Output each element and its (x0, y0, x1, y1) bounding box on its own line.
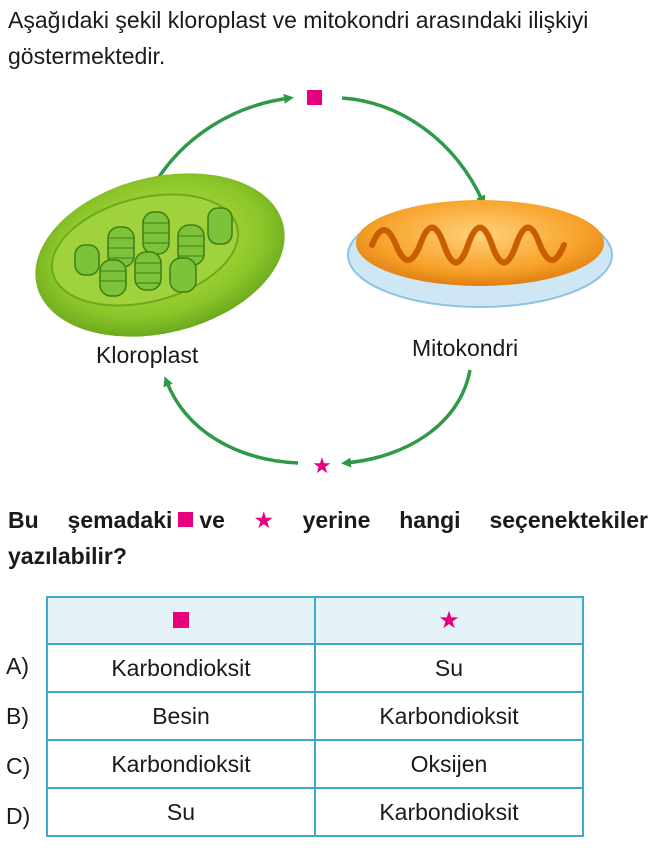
option-a-col1: Karbondioksit (46, 643, 316, 693)
intro-text: Aşağıdaki şekil kloroplast ve mitokondri… (8, 7, 589, 69)
option-b-col1: Besin (46, 691, 316, 741)
question-part2: ve (199, 507, 225, 533)
cycle-diagram: ★ (0, 80, 656, 480)
question-part1: Bu şemadaki (8, 507, 173, 533)
option-letter-c[interactable]: C) (6, 753, 31, 779)
square-symbol-header (173, 612, 189, 628)
cycle-illustration: ★ (35, 90, 613, 479)
question-text: Bu şemadaki ve★yerine hangi seçenektekile… (8, 502, 648, 574)
star-symbol-header: ★ (438, 607, 460, 634)
kloroplast-label: Kloroplast (96, 342, 199, 368)
option-c-col1: Karbondioksit (46, 739, 316, 789)
question-part3: yerine hangi seçenektekiler yazılabilir? (8, 507, 649, 569)
mitochondrion-illustration (347, 200, 613, 308)
mitokondri-label: Mitokondri (412, 335, 519, 361)
star-symbol-inline: ★ (230, 507, 297, 533)
option-a-col2: Su (314, 643, 584, 693)
option-letter-d[interactable]: D) (6, 803, 31, 829)
options-table: ★ Karbondioksit Su Besin Karbondioksit K… (46, 596, 584, 837)
option-b-col2: Karbondioksit (314, 691, 584, 741)
square-symbol-inline (178, 512, 194, 527)
option-d-col1: Su (46, 787, 316, 837)
table-header-row: ★ (46, 596, 584, 645)
header-square-cell (46, 596, 316, 645)
arrow-bottom-right (341, 369, 472, 468)
option-c-col2: Oksijen (314, 739, 584, 789)
option-row-c[interactable]: Karbondioksit Oksijen (46, 739, 584, 789)
chloroplast-illustration (35, 173, 285, 337)
option-row-a[interactable]: Karbondioksit Su (46, 643, 584, 693)
option-row-b[interactable]: Besin Karbondioksit (46, 691, 584, 741)
star-symbol: ★ (312, 454, 332, 479)
arrow-top-left (153, 93, 294, 184)
option-letter-b[interactable]: B) (6, 703, 29, 729)
arrow-bottom-left (163, 376, 299, 465)
option-d-col2: Karbondioksit (314, 787, 584, 837)
header-star-cell: ★ (314, 596, 584, 645)
arrow-top-right (341, 96, 486, 206)
option-row-d[interactable]: Su Karbondioksit (46, 787, 584, 837)
square-symbol (307, 90, 322, 105)
option-letter-a[interactable]: A) (6, 653, 29, 679)
